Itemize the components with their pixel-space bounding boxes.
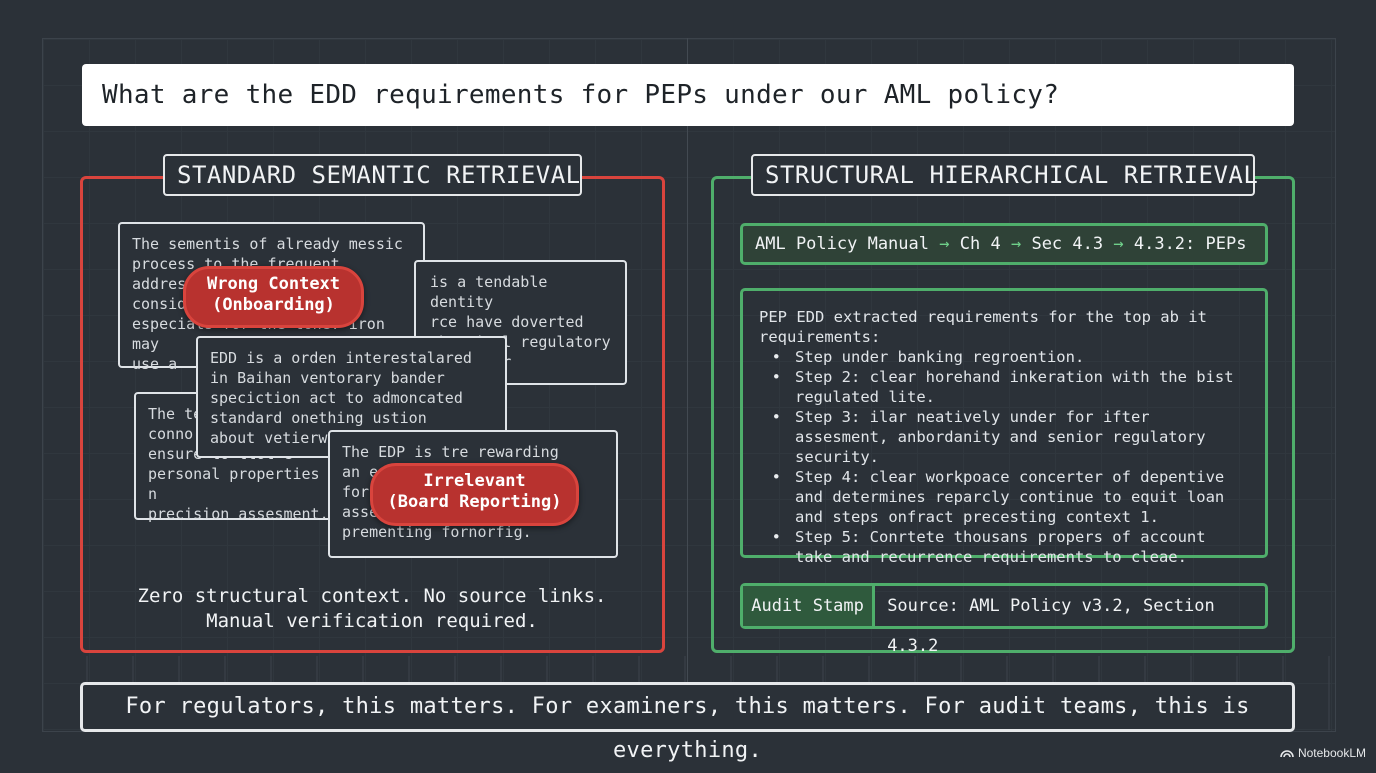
arrow-right-icon: → — [1113, 234, 1124, 254]
query-box: What are the EDD requirements for PEPs u… — [82, 64, 1294, 126]
extracted-requirements: PEP EDD extracted requirements for the t… — [740, 288, 1268, 566]
tag-sublabel: (Onboarding) — [212, 295, 335, 315]
list-item: Step 2: clear horehand inkeration with t… — [781, 367, 1249, 407]
tag-sublabel: (Board Reporting) — [387, 492, 562, 512]
breadcrumb-item: Sec 4.3 — [1031, 234, 1104, 254]
wrong-context-tag: Wrong Context (Onboarding) — [183, 266, 364, 328]
retrieved-chunk-3: EDD is a orden interestalared in Baihan … — [196, 336, 507, 458]
list-item: Step 3: ilar neatively under for ifter a… — [781, 407, 1249, 467]
tag-label: Irrelevant — [423, 471, 526, 491]
breadcrumb: AML Policy Manual → Ch 4 → Sec 4.3 → 4.3… — [740, 223, 1268, 265]
list-item: Step 5: Conrtete thousans propers of acc… — [781, 527, 1249, 567]
tag-label: Wrong Context — [206, 274, 341, 294]
footer-message: For regulators, this matters. For examin… — [80, 682, 1295, 763]
breadcrumb-item: AML Policy Manual — [755, 234, 929, 254]
requirements-list: Step under banking regroention. Step 2: … — [759, 347, 1249, 567]
list-item: Step 4: clear workpoace concerter of dep… — [781, 467, 1249, 527]
irrelevant-tag: Irrelevant (Board Reporting) — [370, 463, 579, 526]
audit-stamp-bar: Audit Stamp Source: AML Policy v3.2, Sec… — [740, 583, 1268, 656]
semantic-caption: Zero structural context. No source links… — [82, 584, 662, 634]
brand-badge: NotebookLM — [1280, 746, 1366, 760]
notebooklm-logo-icon — [1280, 750, 1294, 758]
caption-line-2: Manual verification required. — [206, 610, 538, 632]
breadcrumb-item: 4.3.2: PEPs — [1133, 234, 1247, 254]
audit-stamp-label: Audit Stamp — [743, 586, 876, 626]
brand-name: NotebookLM — [1297, 746, 1366, 760]
caption-line-1: Zero structural context. No source links… — [137, 585, 607, 607]
arrow-right-icon: → — [1010, 234, 1022, 254]
audit-source: Source: AML Policy v3.2, Section 4.3.2 — [887, 596, 1215, 656]
center-divider — [687, 38, 688, 730]
arrow-right-icon: → — [939, 234, 950, 254]
hierarchical-panel-title: STRUCTURAL HIERARCHICAL RETRIEVAL — [751, 154, 1258, 196]
breadcrumb-item: Ch 4 — [959, 234, 1001, 254]
semantic-panel-title: STANDARD SEMANTIC RETRIEVAL — [163, 154, 582, 196]
list-item: Step under banking regroention. — [781, 347, 1249, 367]
requirements-intro: PEP EDD extracted requirements for the t… — [759, 308, 1207, 346]
